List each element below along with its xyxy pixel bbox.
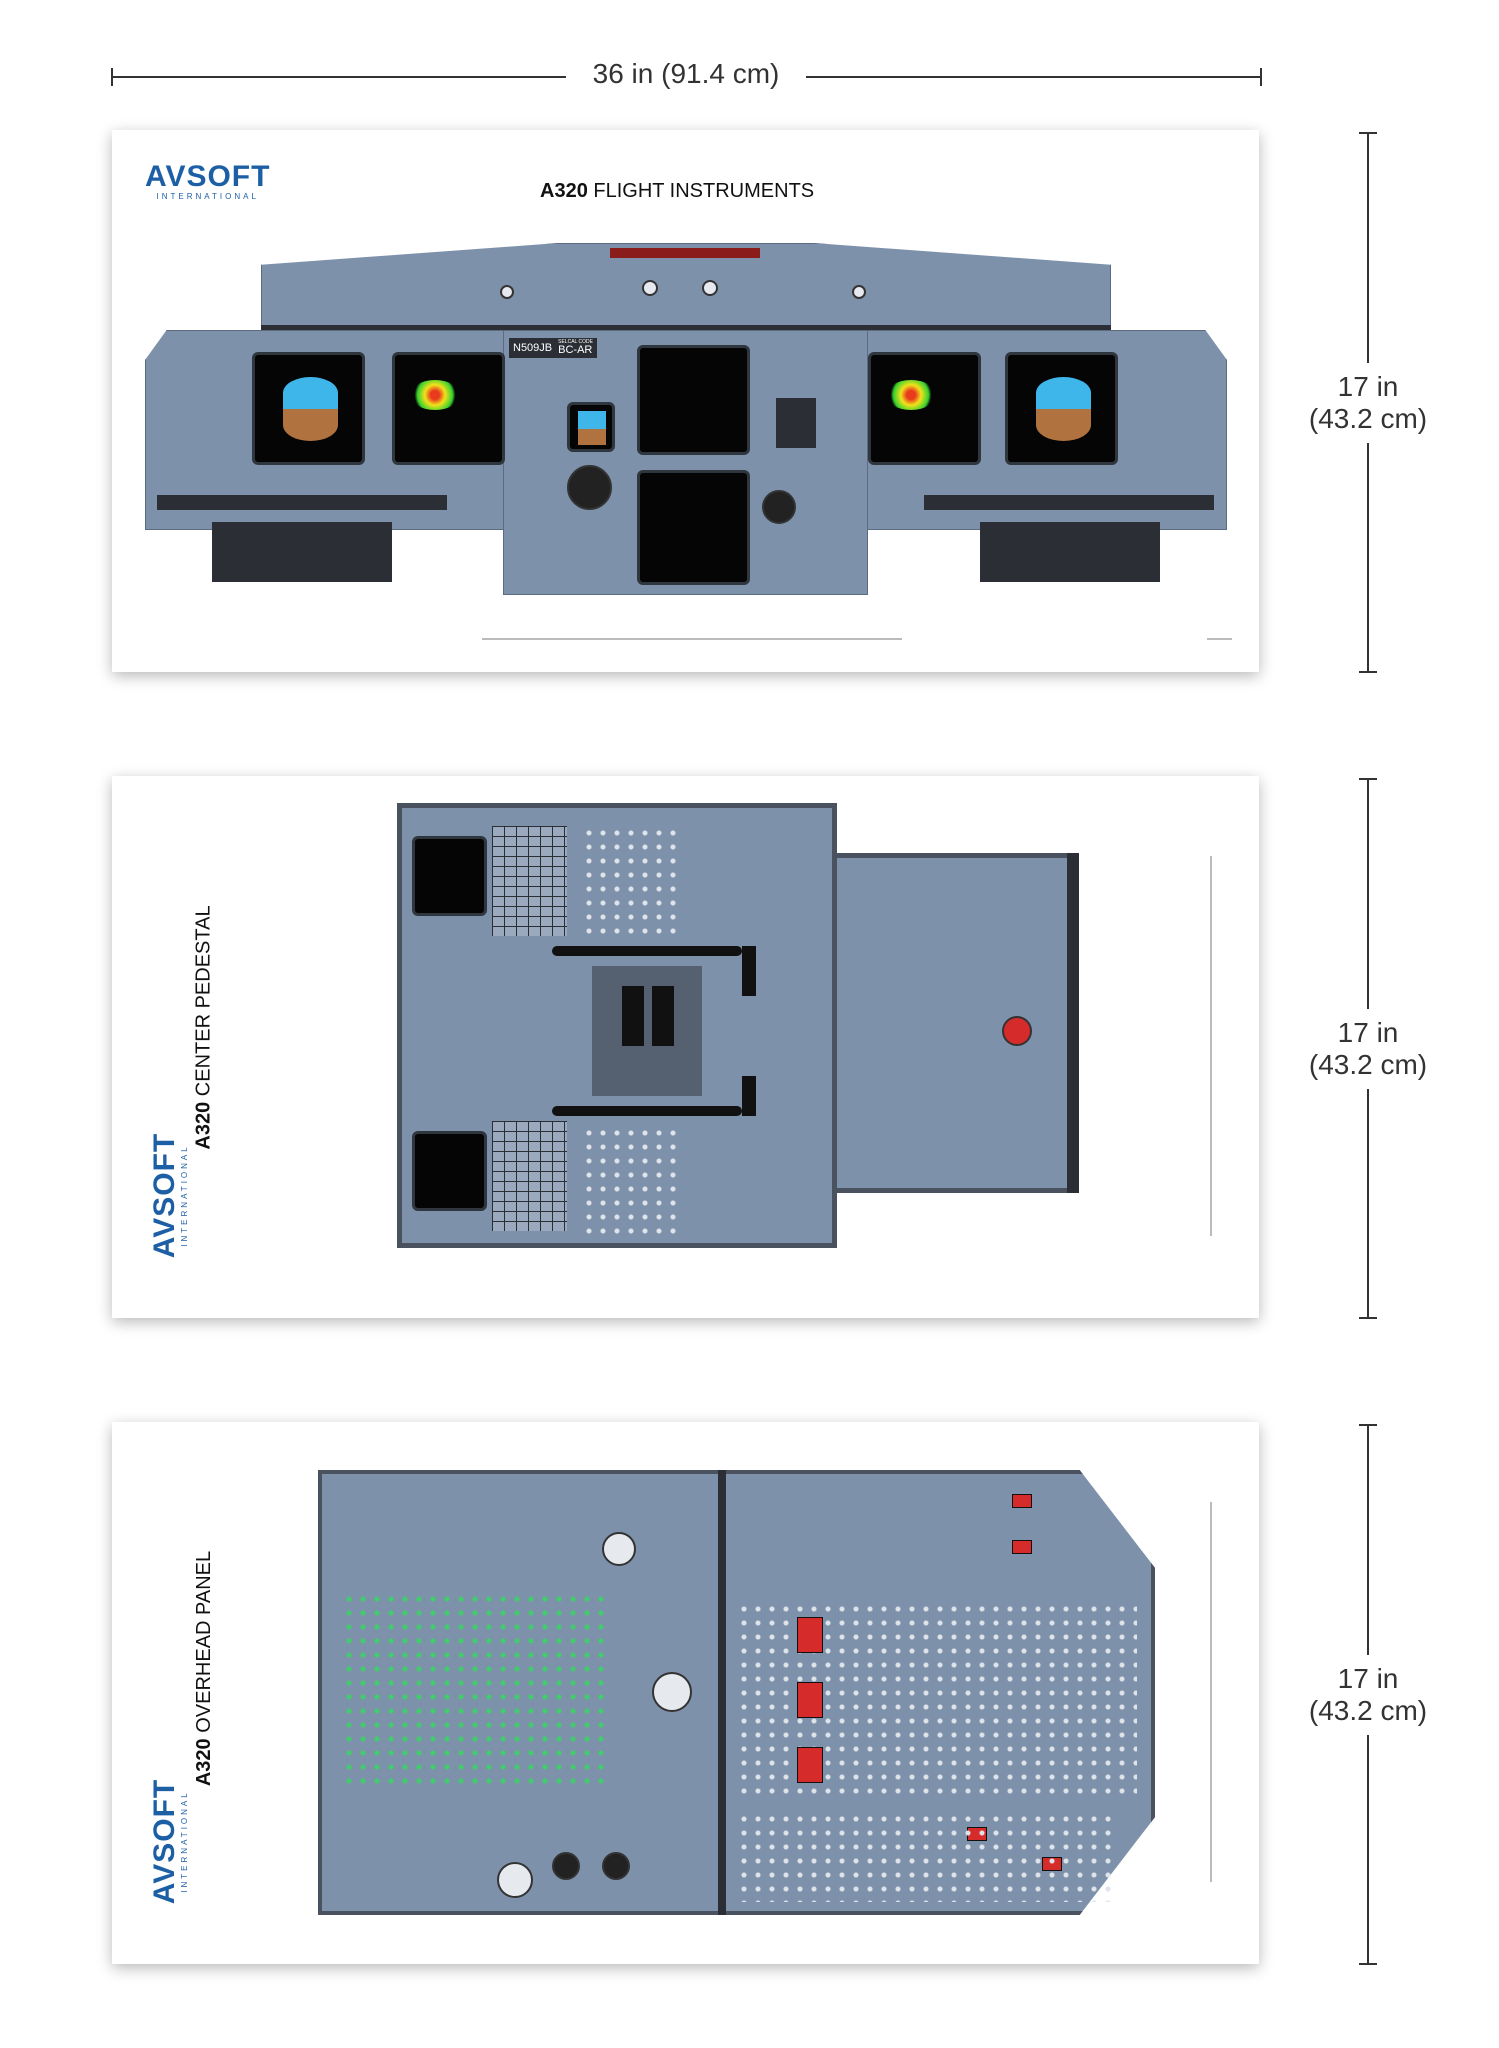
captain-rudder-housing <box>212 522 392 582</box>
fine-print <box>1207 638 1232 640</box>
fire-pushbutton[interactable] <box>797 1747 823 1783</box>
overhead-red-button[interactable] <box>1012 1540 1032 1554</box>
avsoft-logo: AVSOFT INTERNATIONAL <box>145 160 271 202</box>
height-dimension-tick <box>1359 1317 1377 1319</box>
height-dimension-tick <box>1359 671 1377 673</box>
width-dimension-tick-right <box>1260 68 1262 86</box>
thrust-reverser-bar[interactable] <box>552 1106 742 1116</box>
poster-center-pedestal: AVSOFT INTERNATIONAL A320 CENTER PEDESTA… <box>112 776 1259 1318</box>
overhead-divider <box>718 1470 726 1915</box>
fine-print <box>482 638 902 640</box>
rmp-panel[interactable] <box>582 826 682 936</box>
mcdu-fo-screen <box>412 1131 487 1211</box>
lower-ecam <box>637 470 750 585</box>
poster-overhead-panel: AVSOFT INTERNATIONAL A320 OVERHEAD PANEL <box>112 1422 1259 1964</box>
flaps-lever[interactable] <box>742 1076 756 1116</box>
pedestal-aft <box>832 853 1077 1193</box>
pedestal-side-rail <box>1067 853 1079 1193</box>
poster-title: A320 CENTER PEDESTAL <box>192 905 215 1150</box>
fo-pfd <box>1005 352 1118 465</box>
parking-brake-handle[interactable] <box>1002 1016 1032 1046</box>
fcu-display <box>610 248 760 258</box>
captain-tray <box>157 495 447 510</box>
height-dimension-label: 17 in(43.2 cm) <box>1298 363 1438 444</box>
fire-pushbutton[interactable] <box>797 1682 823 1718</box>
fo-tray <box>924 495 1214 510</box>
overhead-red-button[interactable] <box>1012 1494 1032 1508</box>
poster-flight-instruments: AVSOFT INTERNATIONAL A320 FLIGHT INSTRUM… <box>112 130 1259 672</box>
efis-knob[interactable] <box>852 285 866 299</box>
height-dimension-tick <box>1359 778 1377 780</box>
overhead-knob[interactable] <box>497 1862 533 1898</box>
captain-nd <box>392 352 505 465</box>
standby-clock <box>567 465 612 510</box>
rmp-panel[interactable] <box>582 1126 682 1236</box>
thrust-lever[interactable] <box>652 986 674 1046</box>
speed-brake-lever[interactable] <box>742 946 756 996</box>
height-dimension-tick <box>1359 132 1377 134</box>
overhead-knob[interactable] <box>652 1672 692 1712</box>
mcdu-captain-keypad[interactable] <box>492 826 567 936</box>
width-dimension-tick-left <box>111 68 113 86</box>
height-dimension-label: 17 in(43.2 cm) <box>1298 1655 1438 1736</box>
clock <box>776 398 816 448</box>
mcdu-fo-keypad[interactable] <box>492 1121 567 1231</box>
poster-title: A320 OVERHEAD PANEL <box>193 1550 216 1787</box>
fcu-knob[interactable] <box>642 280 658 296</box>
fo-nd <box>868 352 981 465</box>
overhead-knob[interactable] <box>552 1852 580 1880</box>
brake-pressure-gauge <box>762 490 796 524</box>
thrust-reverser-bar[interactable] <box>552 946 742 956</box>
overhead-knob[interactable] <box>602 1532 636 1566</box>
thrust-lever[interactable] <box>622 986 644 1046</box>
efis-knob[interactable] <box>500 285 514 299</box>
fine-print <box>1210 856 1212 1236</box>
fine-print <box>1210 1502 1212 1882</box>
avsoft-logo: AVSOFT INTERNATIONAL <box>148 1132 190 1259</box>
thrust-lever-quadrant[interactable] <box>592 966 702 1096</box>
overhead-knob[interactable] <box>602 1852 630 1880</box>
width-dimension-label: 36 in (91.4 cm) <box>566 58 806 91</box>
overhead-switches[interactable] <box>737 1812 1117 1902</box>
upper-ecam <box>637 345 750 455</box>
standby-instrument <box>567 402 615 452</box>
height-dimension-tick <box>1359 1963 1377 1965</box>
fo-rudder-housing <box>980 522 1160 582</box>
circuit-breaker-panel[interactable] <box>342 1592 612 1792</box>
captain-pfd <box>252 352 365 465</box>
poster-title: A320 FLIGHT INSTRUMENTS <box>540 180 815 202</box>
avsoft-logo: AVSOFT INTERNATIONAL <box>148 1778 190 1905</box>
mcdu-captain-screen <box>412 836 487 916</box>
height-dimension-label: 17 in(43.2 cm) <box>1298 1009 1438 1090</box>
fire-pushbutton[interactable] <box>797 1617 823 1653</box>
height-dimension-tick <box>1359 1424 1377 1426</box>
fcu-knob[interactable] <box>702 280 718 296</box>
